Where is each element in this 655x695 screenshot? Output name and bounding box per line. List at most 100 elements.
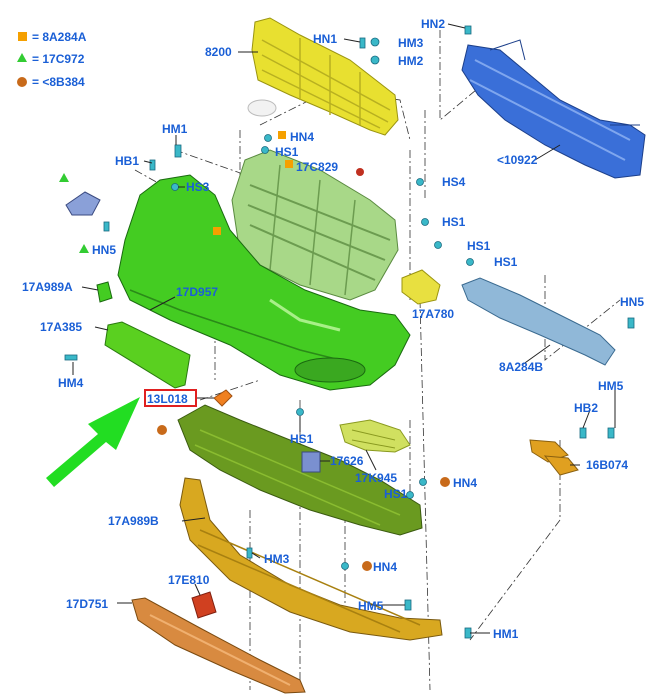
bracket-17a780[interactable] [401, 269, 441, 305]
label-hs3: HS3 [186, 180, 210, 194]
clip-hs1-a [261, 146, 269, 154]
label-hm1: HM1 [162, 122, 188, 136]
label-hs1: HS1 [290, 432, 314, 446]
label-hm2: HM2 [398, 54, 424, 68]
label-17a989a: 17A989A [22, 280, 73, 294]
legend-item-2: = 17C972 [32, 52, 85, 66]
pointer-arrow [46, 397, 140, 487]
clip-hs3 [171, 183, 179, 191]
skid-plate[interactable] [131, 597, 306, 694]
circle-marker-icon [17, 77, 27, 87]
label-hn4: HN4 [373, 560, 397, 574]
clip-hs1-b [421, 218, 429, 226]
label-17a385: 17A385 [40, 320, 82, 334]
label-8a284b: 8A284B [499, 360, 543, 374]
clip-hb2 [579, 427, 587, 439]
clip-hm2 [370, 55, 380, 65]
label-hs1: HS1 [275, 145, 299, 159]
label-hm4: HM4 [58, 376, 84, 390]
label-hs1: HS1 [442, 215, 466, 229]
label-16b074: 16B074 [586, 458, 628, 472]
label-hm3: HM3 [398, 36, 424, 50]
clip-hn5-left [103, 221, 110, 232]
label-hm3: HM3 [264, 552, 290, 566]
label-17a780: 17A780 [412, 307, 454, 321]
legend-item-3: = <8B384 [32, 75, 85, 89]
square-marker-icon [285, 160, 293, 168]
legend: = 8A284A = 17C972 = <8B384 [17, 30, 87, 89]
leader-lines [72, 23, 616, 634]
label-hb1: HB1 [115, 154, 139, 168]
label-17e810: 17E810 [168, 573, 210, 587]
label-hn5: HN5 [620, 295, 644, 309]
triangle-marker-icon [59, 173, 69, 182]
square-marker-icon [18, 32, 27, 41]
highlight-box [144, 389, 197, 407]
circle-marker-icon [356, 168, 364, 176]
clip-hn5-right [627, 317, 635, 329]
label-hm5: HM5 [358, 599, 384, 613]
clip-hs4 [416, 178, 424, 186]
triangle-marker-icon [17, 53, 27, 62]
label-hn5: HN5 [92, 243, 116, 257]
side-bracket[interactable] [65, 191, 101, 216]
circle-marker-icon [362, 561, 372, 571]
bumper-cover[interactable] [117, 174, 411, 391]
legend-item-1: = 8A284A [32, 30, 87, 44]
label-hm1: HM1 [493, 627, 519, 641]
clip-hn4-mid [419, 478, 427, 486]
clip-hm5-right [607, 427, 615, 439]
circle-marker-icon [157, 425, 167, 435]
label-17d751: 17D751 [66, 597, 108, 611]
part-markers [59, 131, 450, 571]
fog-lamp-bezel[interactable] [339, 419, 411, 453]
upper-grille[interactable] [247, 17, 399, 136]
bracket-17626[interactable] [301, 451, 321, 473]
clip-hm1-left [174, 144, 182, 158]
clip-hs1-f [406, 491, 414, 499]
clip-hn2 [464, 25, 472, 35]
label-13l018: 13L018 [147, 392, 188, 406]
part-labels: 8200 HN1 HM3 HM2 HN2 <10922 HM1 HB1 HN4 … [22, 17, 644, 641]
clip-hs1-e [296, 408, 304, 416]
clip-hs1-c [434, 241, 442, 249]
deflector-clip[interactable] [96, 281, 113, 303]
square-marker-icon [278, 131, 286, 139]
label-hs1: HS1 [494, 255, 518, 269]
label-17d957: 17D957 [176, 285, 218, 299]
label-hm5: HM5 [598, 379, 624, 393]
bumper-reinforcement[interactable] [461, 39, 646, 179]
fasteners [64, 25, 635, 639]
label-hs4: HS4 [442, 175, 466, 189]
label-17k945: 17K945 [355, 471, 397, 485]
license-plate-bracket[interactable] [104, 321, 191, 389]
label-10922: <10922 [497, 153, 538, 167]
emblem-plate [247, 99, 277, 117]
label-17626: 17626 [330, 454, 364, 468]
clip-hm4 [64, 354, 78, 361]
part-13l018[interactable] [213, 389, 233, 407]
clip-hm3-top [370, 37, 380, 47]
bracket-16b074-b[interactable] [543, 455, 579, 476]
clip-hn4-bot [341, 562, 349, 570]
label-hs1: HS1 [384, 487, 408, 501]
triangle-marker-icon [79, 244, 89, 253]
circle-marker-icon [440, 477, 450, 487]
label-hn4: HN4 [290, 130, 314, 144]
lower-shield[interactable] [177, 404, 423, 536]
part-17e810[interactable] [191, 591, 217, 619]
bumper-bracket[interactable] [461, 277, 616, 366]
label-hb2: HB2 [574, 401, 598, 415]
label-hn2: HN2 [421, 17, 445, 31]
clip-hn4-top [264, 134, 272, 142]
clip-hm5-bot [404, 599, 412, 611]
clip-hm3-bot [246, 547, 253, 559]
lower-spoiler[interactable] [179, 477, 443, 641]
clip-hn1-top [359, 37, 366, 49]
label-hs1: HS1 [467, 239, 491, 253]
clip-hs1-d [466, 258, 474, 266]
clip-hb1 [149, 159, 156, 171]
label-8200: 8200 [205, 45, 232, 59]
